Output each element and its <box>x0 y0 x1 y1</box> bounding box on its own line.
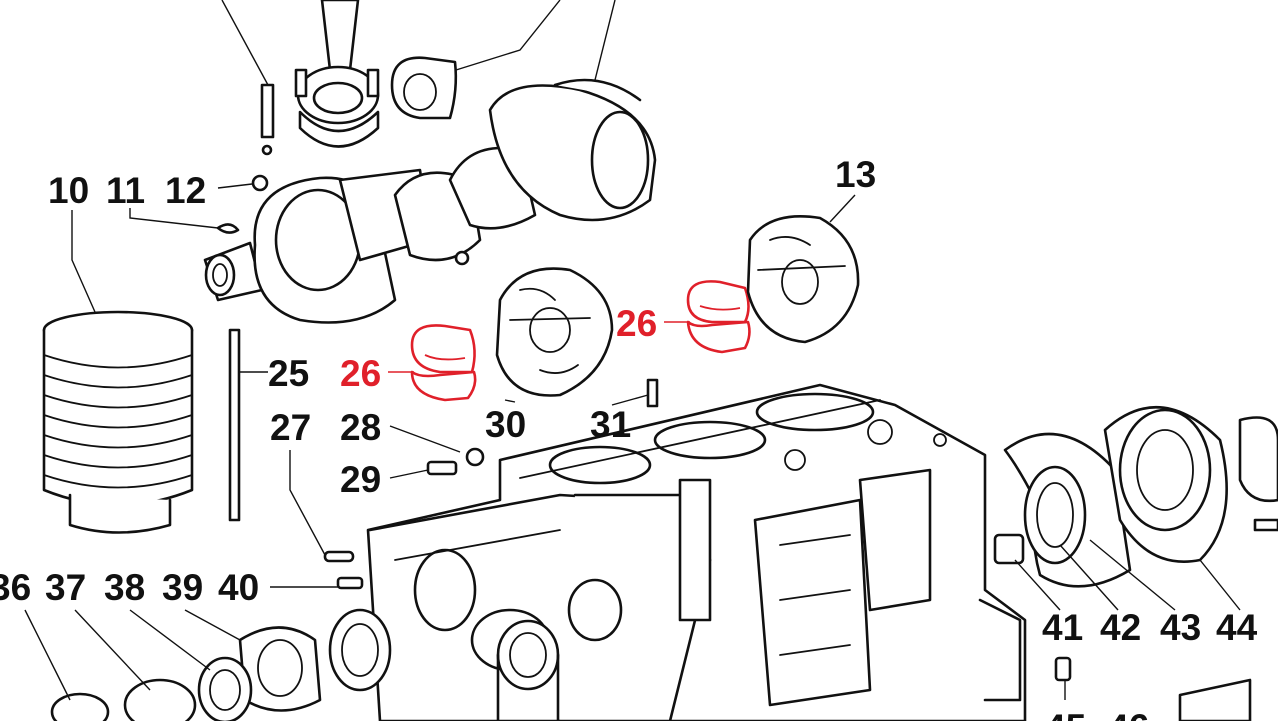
top-leaders <box>221 0 616 86</box>
front-bearing-bush <box>496 619 560 721</box>
callout-11: 11 <box>106 170 145 211</box>
callout-30: 30 <box>485 404 526 445</box>
callout-31: 31 <box>590 404 631 445</box>
callout-12: 12 <box>165 170 206 211</box>
thrust-washer-left <box>495 267 614 403</box>
crankcase <box>366 383 1027 721</box>
callout-13: 13 <box>835 154 876 195</box>
callout-25: 25 <box>268 353 309 394</box>
callout-41: 41 <box>1042 607 1083 648</box>
rod-bolt <box>260 83 275 156</box>
callout-28: 28 <box>340 407 381 448</box>
bearing-shell-top <box>390 56 458 120</box>
callout-46: 46 <box>1108 707 1149 721</box>
callout-42: 42 <box>1100 607 1141 648</box>
cylinder-stud <box>228 328 268 522</box>
callout-26-left: 26 <box>340 353 381 394</box>
fasteners <box>270 378 659 590</box>
callout-39: 39 <box>162 567 203 608</box>
thrust-washer-right <box>746 194 860 344</box>
right-side-parts <box>993 405 1278 721</box>
callout-43: 43 <box>1160 607 1201 648</box>
callout-38: 38 <box>104 567 145 608</box>
callout-10: 10 <box>48 170 89 211</box>
callout-labels: 10 11 12 13 25 26 26 27 28 29 30 31 36 3… <box>0 154 1258 721</box>
crankshaft <box>203 78 657 324</box>
callout-27: 27 <box>270 407 311 448</box>
callout-45: 45 <box>1045 707 1086 721</box>
small-parts <box>129 174 269 234</box>
main-bearing-shell-left <box>388 324 477 402</box>
callout-29: 29 <box>340 459 381 500</box>
cylinder-barrel <box>42 210 194 534</box>
main-bearing-shell-right <box>664 280 751 354</box>
callout-36: 36 <box>0 567 31 608</box>
callout-40: 40 <box>218 567 259 608</box>
callout-37: 37 <box>45 567 86 608</box>
connecting-rod <box>294 0 380 148</box>
left-cover-assembly <box>24 608 392 721</box>
callout-26-right: 26 <box>616 303 657 344</box>
callout-44: 44 <box>1216 607 1258 648</box>
